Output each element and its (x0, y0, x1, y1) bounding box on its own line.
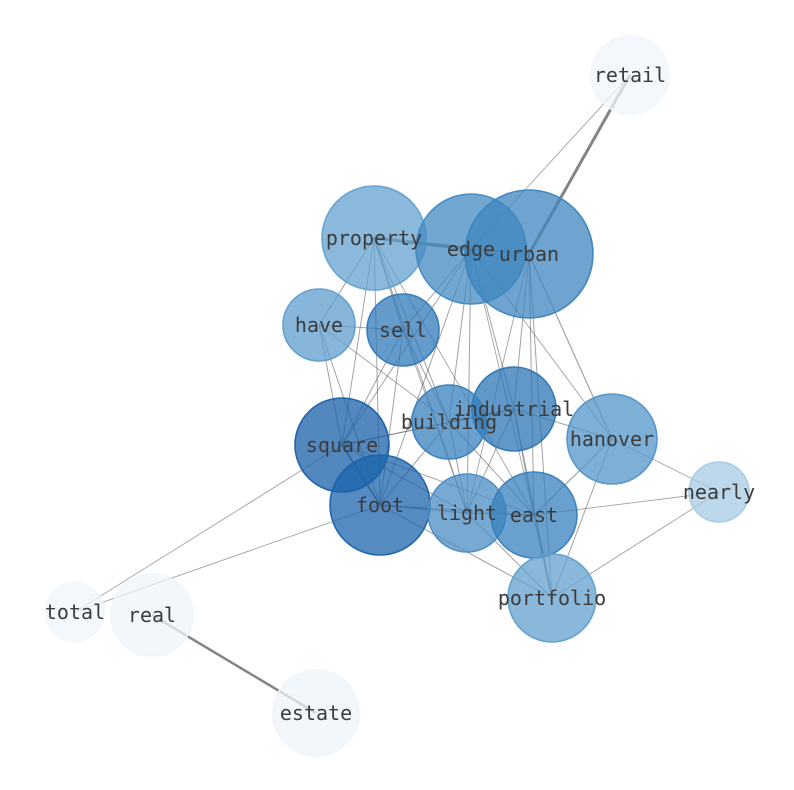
node-hanover (566, 393, 658, 485)
node-label-have: have (295, 313, 343, 337)
node-label-nearly: nearly (683, 480, 755, 504)
node-building (411, 384, 487, 460)
node-total (45, 582, 105, 642)
node-label-sell: sell (379, 318, 427, 342)
edge-total-square (74, 444, 343, 613)
nodes-layer (45, 35, 750, 757)
node-retail (590, 35, 670, 115)
node-label-east: east (510, 503, 558, 527)
node-label-industrial: industrial (454, 397, 574, 421)
node-estate (272, 669, 360, 757)
node-label-hanover: hanover (570, 427, 654, 451)
node-urban (464, 189, 594, 319)
node-label-square: square (306, 433, 378, 457)
node-label-portfolio: portfolio (498, 586, 606, 610)
edge-property-east (373, 237, 535, 516)
node-label-urban: urban (499, 242, 559, 266)
node-label-total: total (45, 600, 105, 624)
node-label-retail: retail (594, 63, 666, 87)
node-label-foot: foot (356, 493, 404, 517)
node-nearly (688, 461, 750, 523)
node-label-estate: estate (280, 701, 352, 725)
node-label-property: property (326, 226, 422, 250)
node-real (110, 573, 194, 657)
node-label-edge: edge (447, 237, 495, 261)
node-sell (366, 293, 440, 367)
node-have (282, 288, 356, 362)
node-label-light: light (437, 501, 497, 525)
node-label-real: real (128, 603, 176, 627)
node-portfolio (507, 553, 597, 643)
node-label-building: building (401, 410, 497, 434)
